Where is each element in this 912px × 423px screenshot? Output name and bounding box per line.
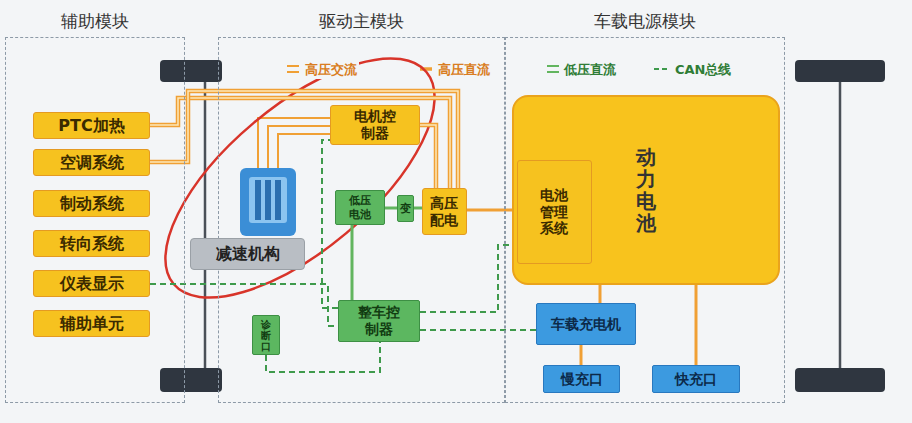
component-box: PTC加热 bbox=[33, 112, 150, 139]
box-label: 电池管理系统 bbox=[539, 187, 570, 237]
wire-stroke bbox=[599, 285, 602, 303]
legend-label: 高压直流 bbox=[436, 61, 492, 79]
legend-sample bbox=[287, 71, 299, 73]
component-box: 车载充电机 bbox=[536, 303, 636, 345]
wire-stroke bbox=[385, 207, 397, 210]
wire-stroke bbox=[414, 207, 422, 210]
legend-sample bbox=[547, 65, 559, 67]
region-frame bbox=[5, 37, 185, 403]
motor-slot bbox=[275, 180, 281, 220]
motor-wire bbox=[258, 118, 330, 168]
component-box: 空调系统 bbox=[33, 149, 150, 176]
box-label: 车载充电机 bbox=[551, 316, 621, 333]
region-heading: 辅助模块 bbox=[5, 11, 185, 31]
component-box: 高压配电 bbox=[422, 188, 467, 235]
highlight-ellipse bbox=[127, 17, 472, 339]
wire-stroke bbox=[351, 225, 354, 300]
box-label: 低压电池 bbox=[348, 194, 372, 220]
connector bbox=[420, 245, 517, 312]
legend-sample bbox=[654, 68, 670, 70]
box-label: 辅助单元 bbox=[60, 314, 124, 333]
component-box: 减速机构 bbox=[190, 238, 305, 270]
component-box: 诊断口 bbox=[252, 315, 280, 355]
component-box: 仪表显示 bbox=[33, 270, 150, 297]
box-label: 电机控制器 bbox=[353, 108, 398, 142]
region-heading: 车载电源模块 bbox=[505, 11, 785, 31]
component-box: 辅助单元 bbox=[33, 310, 150, 337]
wire-stroke bbox=[266, 342, 380, 372]
wheel bbox=[160, 368, 222, 392]
box-label: 转向系统 bbox=[60, 234, 124, 253]
wire-stroke bbox=[420, 125, 436, 188]
box-label: 动力电池 bbox=[636, 146, 656, 234]
motor-body bbox=[240, 168, 296, 236]
wire-stroke bbox=[420, 125, 436, 188]
component-box: 电机控制器 bbox=[330, 105, 420, 145]
connector bbox=[385, 208, 397, 209]
component-box: 慢充口 bbox=[543, 365, 620, 393]
box-label: 变 bbox=[400, 202, 411, 215]
component-box: 动力电池 电池管理系统 bbox=[512, 95, 780, 285]
connector bbox=[150, 98, 450, 188]
component-box: 变 bbox=[397, 195, 414, 222]
box-label: 快充口 bbox=[675, 371, 717, 388]
wire-stroke bbox=[150, 98, 450, 188]
box-label: 减速机构 bbox=[216, 244, 280, 263]
box-label: 空调系统 bbox=[60, 153, 124, 172]
box-label: PTC加热 bbox=[58, 116, 124, 135]
wire-stroke bbox=[695, 285, 698, 365]
legend-label: CAN总线 bbox=[673, 61, 733, 79]
legend-sample bbox=[287, 65, 299, 67]
connector bbox=[420, 125, 436, 188]
wheel bbox=[795, 368, 885, 392]
connector bbox=[420, 330, 536, 331]
module-region: 车载电源模块动力电池 电池管理系统车载充电机慢充口 快充口 bbox=[505, 8, 785, 403]
wire-stroke bbox=[420, 245, 517, 312]
axle-line bbox=[204, 82, 207, 368]
wire-stroke bbox=[150, 91, 458, 188]
legend-sample bbox=[547, 71, 559, 73]
connector bbox=[352, 225, 353, 300]
component-box: 整车控制器 bbox=[338, 300, 420, 342]
wire-stroke bbox=[420, 329, 536, 331]
connector bbox=[150, 91, 458, 188]
component-box: 低压电池 bbox=[335, 190, 385, 225]
wire-stroke bbox=[150, 91, 458, 188]
legend-label: 低压直流 bbox=[562, 61, 618, 79]
legend-label: 高压交流 bbox=[303, 61, 359, 79]
connector bbox=[600, 285, 601, 303]
component-box: 制动系统 bbox=[33, 190, 150, 217]
axle-line bbox=[839, 82, 842, 368]
connector bbox=[150, 284, 338, 326]
wheel bbox=[160, 60, 222, 82]
connector bbox=[414, 208, 422, 209]
motor-core bbox=[249, 177, 287, 223]
region-heading: 驱动主模块 bbox=[218, 11, 505, 31]
motor-slot bbox=[255, 180, 261, 220]
connector bbox=[581, 345, 582, 365]
box-label: 慢充口 bbox=[561, 371, 603, 388]
box-label: 仪表显示 bbox=[60, 274, 124, 293]
component-box: 电池管理系统 bbox=[517, 160, 592, 264]
wheel bbox=[795, 60, 885, 82]
wire-stroke bbox=[580, 345, 583, 365]
connector bbox=[696, 285, 697, 365]
motor-wire bbox=[268, 126, 330, 168]
motor-slot bbox=[265, 180, 271, 220]
wire-stroke bbox=[150, 284, 338, 326]
box-label: 制动系统 bbox=[60, 194, 124, 213]
box-label: 整车控制器 bbox=[357, 304, 402, 338]
box-label: 高压配电 bbox=[429, 195, 460, 229]
box-label: 诊断口 bbox=[261, 319, 271, 352]
connector bbox=[266, 342, 380, 372]
wire-stroke bbox=[150, 98, 450, 188]
component-box: 快充口 bbox=[652, 365, 740, 393]
module-region: 辅助模块 PTC加热空调系统制动系统转向系统仪表显示辅助单元 bbox=[5, 8, 185, 403]
component-box: 转向系统 bbox=[33, 230, 150, 257]
